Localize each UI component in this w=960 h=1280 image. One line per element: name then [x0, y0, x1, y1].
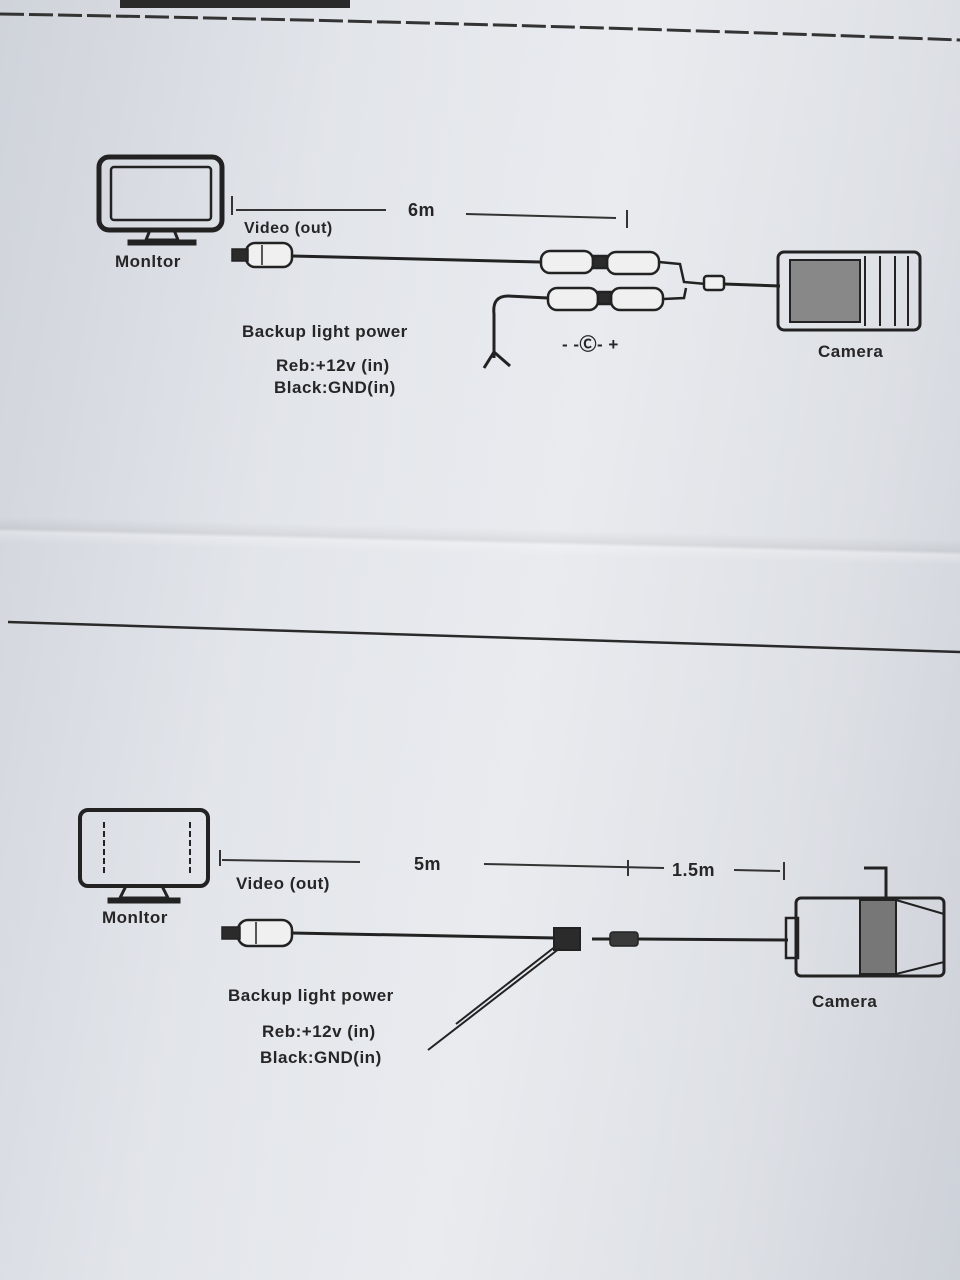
top-power-label: Backup light power: [242, 322, 408, 341]
bottom-junction-box: [553, 927, 581, 951]
top-video-plug: [231, 241, 294, 269]
top-camera-label: Camera: [818, 342, 884, 361]
bottom-video-plug: [221, 918, 294, 948]
bottom-power-label: Backup light power: [228, 986, 394, 1005]
top-rca-connectors: [539, 249, 665, 312]
bottom-power-wires: [427, 945, 561, 1051]
bottom-black-wire: Black:GND(in): [260, 1048, 382, 1067]
top-monitor-icon: [96, 154, 225, 246]
bottom-monitor-label: Monltor: [102, 908, 168, 927]
bottom-cable-length-camera: 1.5m: [672, 860, 716, 880]
top-video-label: Video (out): [244, 220, 333, 237]
header-fragment: [0, 0, 960, 42]
bottom-red-wire: Reb:+12v (in): [262, 1022, 376, 1041]
bottom-camera-jack: [592, 931, 639, 947]
bottom-camera-icon: [784, 866, 946, 978]
top-cable-length: 6m: [408, 200, 436, 220]
bottom-video-label: Video (out): [236, 874, 330, 893]
top-black-wire: Black:GND(in): [274, 378, 396, 397]
top-camera-cable: [723, 282, 781, 288]
bottom-camera-label: Camera: [812, 992, 878, 1011]
bottom-camera-cable: [637, 937, 789, 942]
top-camera-plug: [702, 274, 726, 292]
bottom-dimension-lines: [219, 850, 785, 880]
top-red-wire: Reb:+12v (in): [276, 356, 390, 375]
bottom-monitor-icon: [78, 808, 210, 904]
top-camera-icon: [776, 250, 922, 332]
bottom-cable-length-main: 5m: [414, 854, 442, 874]
bottom-video-cable: [291, 931, 557, 940]
top-dc-polarity: - -Ⓒ- +: [562, 335, 619, 354]
section-divider: [7, 620, 960, 654]
top-monitor-label: Monltor: [115, 252, 181, 271]
top-dimension-line: [231, 196, 628, 228]
top-power-wire: [482, 294, 549, 369]
top-video-cable: [291, 254, 541, 264]
top-y-splitter: [658, 260, 707, 301]
